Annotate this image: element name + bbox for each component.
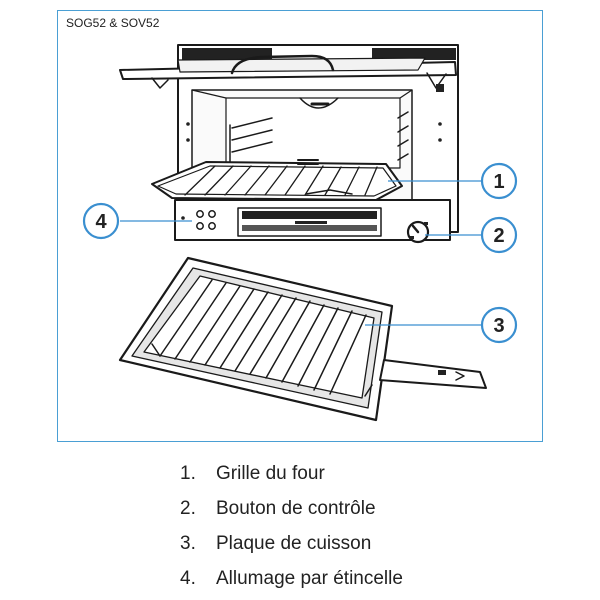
legend-item: 2. Bouton de contrôle: [180, 491, 403, 526]
legend-item-label: Plaque de cuisson: [216, 532, 372, 554]
legend-item-label: Grille du four: [216, 462, 325, 484]
legend-item: 1. Grille du four: [180, 456, 403, 491]
baking-tray-illustration: [118, 256, 487, 422]
callout-1-badge: 1: [480, 162, 518, 200]
oven-diagram: 1 2 3 4: [82, 44, 518, 422]
legend-item-number: 1.: [180, 462, 196, 484]
model-label: SOG52 & SOV52: [66, 16, 160, 30]
figure-frame: [57, 10, 543, 442]
legend-item-number: 2.: [180, 497, 196, 519]
callout-4-number: 4: [95, 211, 107, 233]
legend-item-label: Bouton de contrôle: [216, 497, 376, 519]
legend-item-number: 3.: [180, 532, 196, 554]
callout-2-badge: 2: [480, 216, 518, 254]
callout-3-number: 3: [493, 315, 504, 337]
callout-3-badge: 3: [480, 306, 518, 344]
callout-1-number: 1: [493, 171, 504, 193]
legend-item: 4. Allumage par étincelle: [180, 561, 403, 596]
oven-illustration: [119, 44, 459, 244]
legend-item: 3. Plaque de cuisson: [180, 526, 403, 561]
callout-lines: [120, 180, 482, 326]
legend-item-number: 4.: [180, 567, 196, 589]
legend-item-label: Allumage par étincelle: [216, 567, 403, 589]
legend-list: 1. Grille du four 2. Bouton de contrôle 3.…: [180, 456, 403, 596]
callout-2-number: 2: [493, 225, 504, 247]
callout-4-badge: 4: [82, 202, 120, 240]
